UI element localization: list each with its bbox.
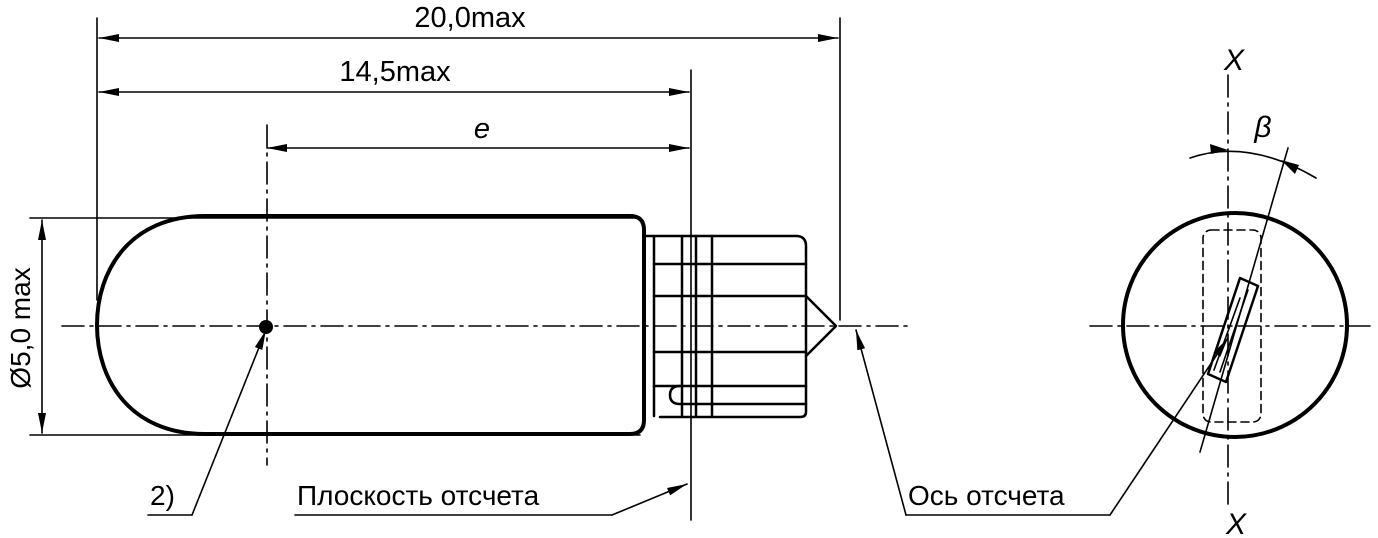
lamp-base [642,234,808,419]
angle-arc [1189,144,1317,179]
note-ref-label: 2) [150,480,175,511]
reference-plane-distance-label: 14,5max [339,56,451,88]
leader-reference-plane [294,483,688,516]
extension-lines [29,17,841,521]
lamp-bulb [95,214,646,436]
light-centre-distance-label: e [474,113,490,145]
leader-note [147,329,267,516]
diameter-label: Ø5,0 max [5,267,36,388]
leader-reference-axis [855,329,1229,516]
reference-plane-label: Плоскость отсчета [297,480,540,511]
filament [1206,276,1260,384]
reference-axis-label: Ось отсчета [908,480,1065,511]
centre-lines [61,124,911,466]
angle-beta-label: β [1253,111,1271,144]
end-view [1089,74,1371,506]
lamp-tip [804,294,838,358]
axis-x-bottom-label: X [1225,508,1247,538]
axis-x-top-label: X [1223,44,1245,77]
overall-length-label: 20,0max [414,2,526,34]
